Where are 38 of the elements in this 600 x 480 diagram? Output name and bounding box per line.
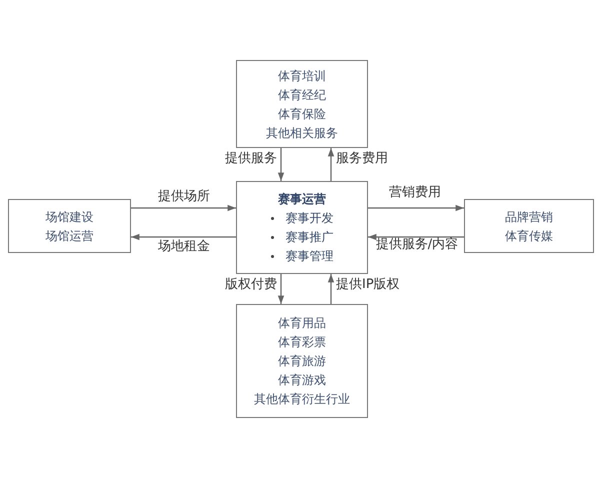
box-text: 品牌营销 — [505, 210, 553, 222]
box-text: 体育彩票 — [278, 336, 326, 348]
box-text: 其他相关服务 — [266, 126, 338, 138]
arrow — [278, 148, 284, 181]
process-box — [8, 199, 131, 253]
arrow — [131, 204, 236, 212]
arrow — [131, 234, 236, 240]
box-heading: 赛事运营 — [278, 193, 326, 205]
box-text: 场馆运营 — [46, 230, 94, 242]
arrow — [328, 274, 334, 304]
list-item: 赛事管理 — [286, 250, 334, 262]
box-text: 体育传媒 — [505, 230, 553, 242]
list-item: 赛事推广 — [286, 231, 334, 243]
edge-label: 版权付费 — [225, 278, 277, 291]
edge-label: 提供服务 — [225, 152, 277, 165]
edge-label: 营销费用 — [389, 186, 441, 199]
process-box — [236, 60, 368, 148]
edge-label: 提供服务/内容 — [376, 238, 458, 251]
box-text: 场馆建设 — [46, 210, 94, 222]
process-box — [236, 181, 368, 274]
arrow — [368, 204, 464, 212]
edge-label: 场地租金 — [158, 240, 210, 253]
box-text: 体育培训 — [278, 70, 326, 82]
arrow — [328, 148, 334, 181]
list-item: 赛事开发 — [286, 212, 334, 224]
process-box — [464, 199, 594, 253]
arrow — [368, 234, 464, 240]
box-text: 体育保险 — [278, 108, 326, 120]
edge-label: 提供IP版权 — [336, 278, 400, 291]
box-text: 体育游戏 — [278, 374, 326, 386]
edge-label: 提供场所 — [158, 190, 210, 203]
box-text: 其他体育衍生行业 — [254, 393, 350, 405]
box-text: 体育用品 — [278, 317, 326, 329]
box-text: 体育旅游 — [278, 355, 326, 367]
edge-label: 服务费用 — [336, 152, 388, 165]
arrow — [278, 274, 284, 304]
box-text: 体育经纪 — [278, 88, 326, 100]
process-box — [236, 304, 368, 418]
